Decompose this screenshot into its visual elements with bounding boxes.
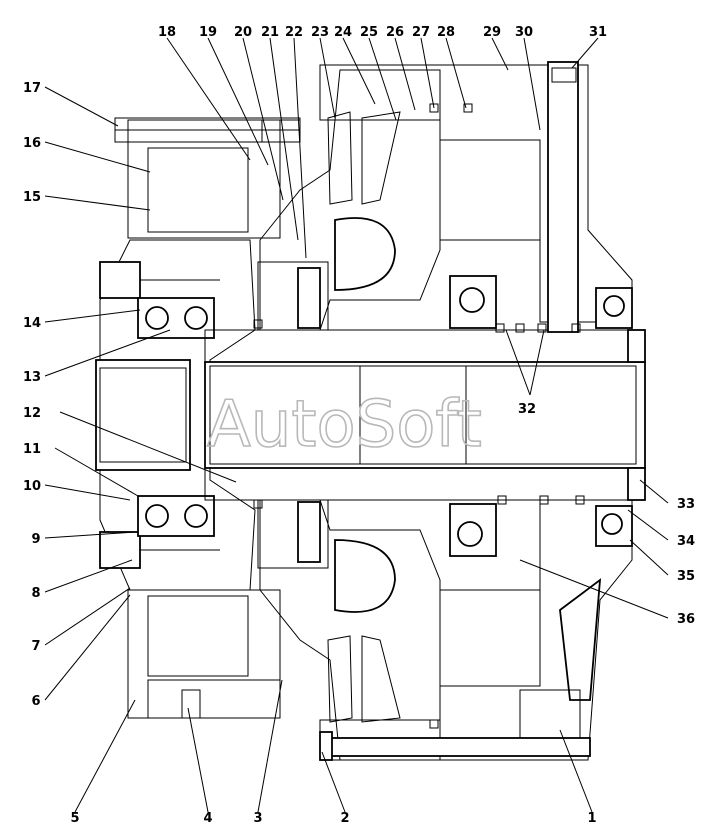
right-bearings [449, 275, 633, 557]
callout-15: 15 [23, 190, 41, 205]
seals [253, 103, 585, 729]
callout-30: 30 [515, 25, 533, 40]
callout-27: 27 [412, 25, 430, 40]
callout-34: 34 [677, 534, 695, 549]
callout-33: 33 [677, 497, 695, 512]
callout-25: 25 [360, 25, 378, 40]
right-housing-lower [319, 499, 633, 761]
callout-32: 32 [518, 402, 536, 417]
disc-springs [327, 111, 401, 723]
callout-14: 14 [23, 316, 41, 331]
callout-labels: 18 19 20 21 22 23 24 25 26 27 28 29 30 3… [23, 25, 695, 826]
callout-24: 24 [334, 25, 352, 40]
callout-18: 18 [158, 25, 176, 40]
central-carrier-upper [257, 69, 441, 331]
callout-9: 9 [31, 532, 40, 547]
left-bearings [137, 297, 215, 537]
callout-4: 4 [203, 811, 212, 826]
callout-31: 31 [589, 25, 607, 40]
left-drum-upper [114, 117, 301, 239]
central-carrier-lower [257, 499, 441, 761]
callout-29: 29 [483, 25, 501, 40]
callout-11: 11 [23, 442, 41, 457]
callout-17: 17 [23, 81, 41, 96]
callout-12: 12 [23, 406, 41, 421]
callout-36: 36 [677, 612, 695, 627]
callout-28: 28 [437, 25, 455, 40]
callout-26: 26 [386, 25, 404, 40]
callout-22: 22 [285, 25, 303, 40]
callout-19: 19 [199, 25, 217, 40]
watermark-text: AutoSoft [207, 388, 482, 462]
callout-6: 6 [31, 694, 40, 709]
callout-3: 3 [253, 811, 262, 826]
callout-23: 23 [311, 25, 329, 40]
callout-10: 10 [23, 479, 41, 494]
callout-7: 7 [31, 639, 40, 654]
callout-16: 16 [23, 136, 41, 151]
callout-35: 35 [677, 569, 695, 584]
callout-1: 1 [587, 811, 596, 826]
main-shaft [204, 329, 646, 501]
left-drum-lower [127, 589, 281, 719]
left-hub [95, 239, 256, 591]
right-housing-upper [319, 61, 633, 333]
callout-13: 13 [23, 370, 41, 385]
leader-lines [44, 37, 669, 813]
callout-5: 5 [70, 811, 79, 826]
callout-20: 20 [234, 25, 252, 40]
callout-21: 21 [261, 25, 279, 40]
callout-8: 8 [31, 586, 40, 601]
callout-2: 2 [340, 811, 349, 826]
